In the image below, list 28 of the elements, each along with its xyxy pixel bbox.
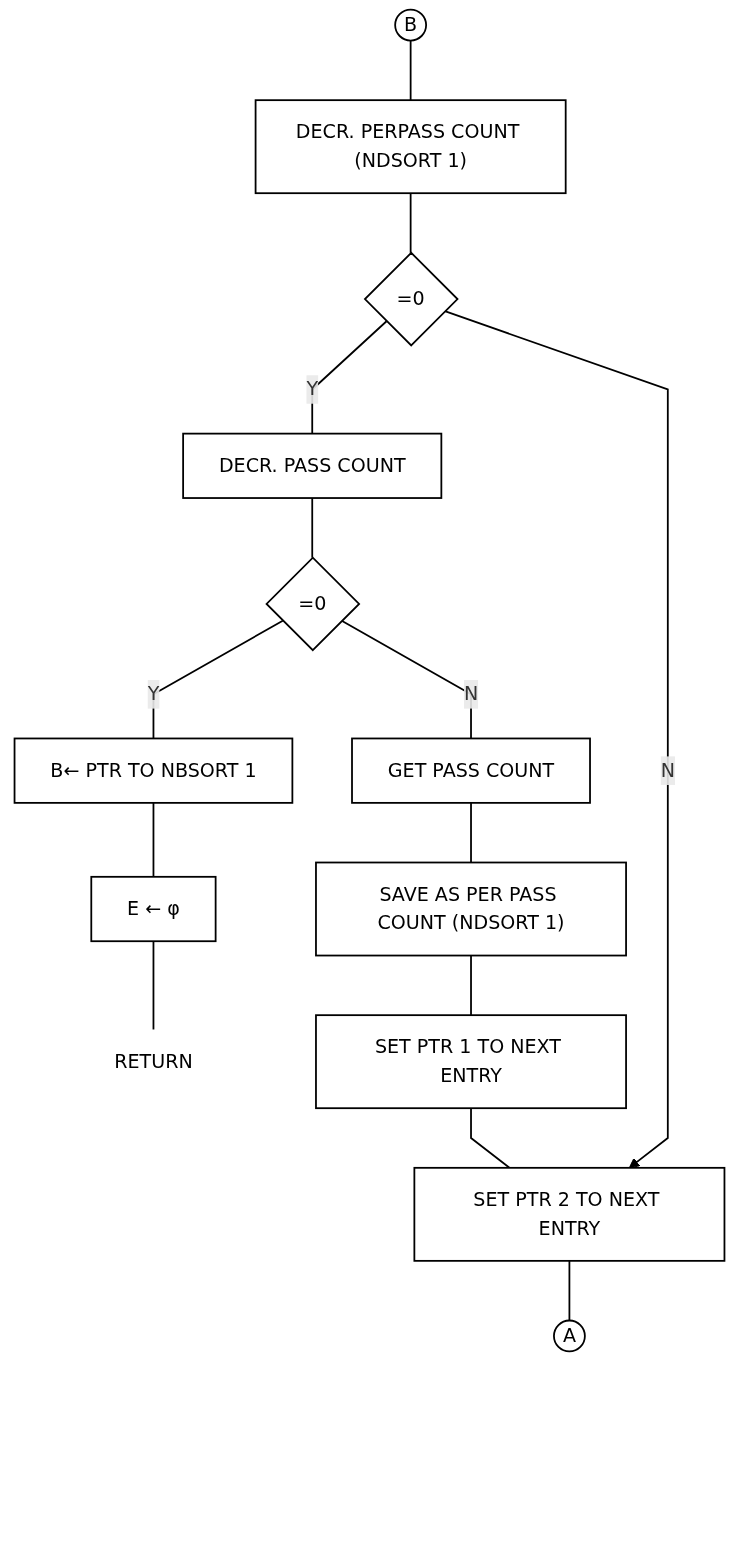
connector (568, 1259, 571, 1322)
edge-label: Y (306, 377, 319, 401)
connector (152, 940, 155, 1031)
arrow (443, 310, 669, 1169)
connector (152, 801, 155, 878)
node-box: B← PTR TO NBSORT 1 (13, 737, 294, 804)
connector (470, 954, 472, 1017)
connector (152, 619, 284, 740)
node-box: SET PTR 2 TO NEXT ENTRY (413, 1166, 726, 1262)
edge-label: N (660, 758, 675, 782)
node-box: SAVE AS PER PASS COUNT (NDSORT 1) (315, 861, 627, 957)
node-box: DECR. PASS COUNT (182, 432, 443, 499)
node-box: GET PASS COUNT (351, 737, 591, 804)
connector (470, 801, 472, 864)
connector (409, 39, 412, 102)
connector (409, 192, 412, 254)
node-diamond: =0 (265, 556, 361, 652)
connector (470, 1107, 511, 1169)
node-circle: B (394, 8, 428, 42)
node-text: RETURN (114, 1049, 193, 1073)
node-box: DECR. PERPASS COUNT (NDSORT 1) (254, 99, 567, 195)
connector (311, 497, 314, 559)
node-box: E ← φ (90, 875, 217, 943)
node-circle: A (553, 1319, 586, 1353)
edge-label: N (463, 682, 479, 706)
node-box: SET PTR 1 TO NEXT ENTRY (315, 1014, 627, 1110)
edge-label: Y (147, 682, 160, 706)
node-diamond: =0 (363, 251, 459, 347)
